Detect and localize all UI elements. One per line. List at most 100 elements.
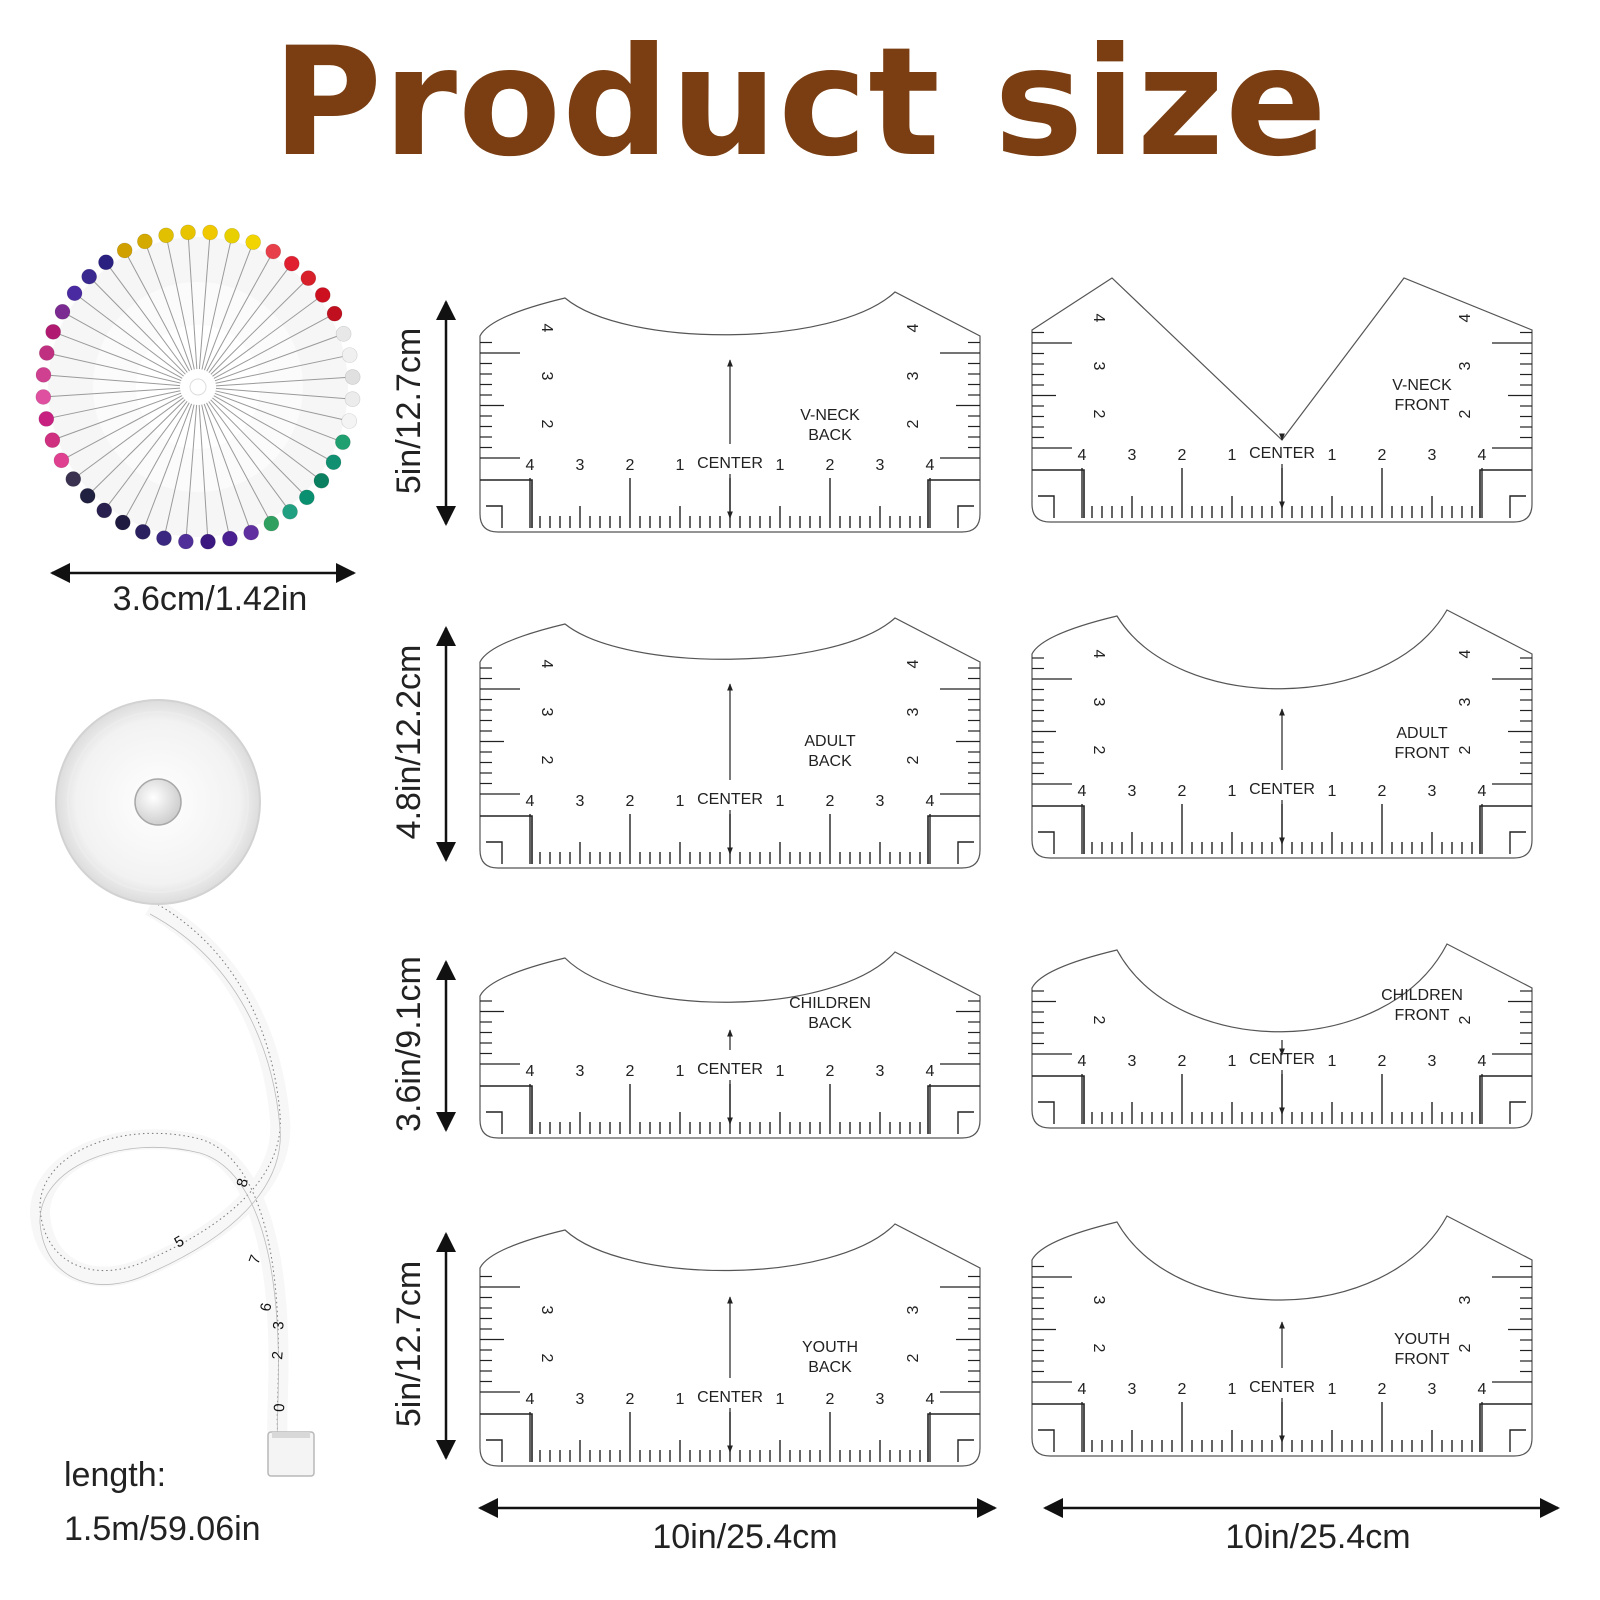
ruler-side-number: 4 [1457,649,1474,658]
tape-end-tab [267,1431,315,1477]
ruler-side-number: 4 [1090,650,1107,659]
pin-head [54,303,71,320]
pin-head [283,255,300,272]
pin-head [135,524,151,540]
pin-head [265,243,282,260]
ruler-side-number: 2 [1090,1016,1107,1025]
ruler-side-number: 2 [1457,1343,1474,1352]
ruler-bottom-number: 2 [1178,1381,1187,1398]
pin-head [45,324,61,340]
pin-head [114,514,131,531]
ruler-center-label: CENTER [697,1389,763,1406]
pin-head [79,488,96,504]
ruler-bottom-number: 2 [1378,783,1387,800]
height-label: 5in/12.7cm [390,328,428,494]
ruler-bottom-number: 1 [1328,783,1337,800]
pin-head [335,326,352,342]
pin-head [44,432,61,448]
pins-dimension-label: 3.6cm/1.42in [113,580,308,618]
ruler-name-line2: FRONT [1394,1351,1449,1368]
pin-head [65,471,82,487]
ruler-bottom-number: 1 [676,1391,685,1408]
ruler-bottom-number: 2 [626,1391,635,1408]
ruler-bottom-number: 4 [926,457,935,474]
pin-head [202,224,218,241]
pin-head [81,268,97,285]
width-label-right: 10in/25.4cm [1225,1518,1410,1556]
ruler-name-line1: CHILDREN [1381,987,1463,1004]
ruler-center-label: CENTER [697,1061,763,1078]
tape-mark: 0 [271,1403,288,1412]
ruler-bottom-number: 2 [626,457,635,474]
ruler-center-label: CENTER [697,455,763,472]
ruler-side-number: 4 [905,659,922,668]
pin-head [282,503,298,520]
pin-head [344,391,361,407]
pin-head [180,224,196,241]
ruler-side-number: 2 [1457,745,1474,754]
ruler-bottom-number: 2 [1178,447,1187,464]
pin-head [98,254,114,271]
ruler-bottom-number: 2 [1178,783,1187,800]
ruler-bottom-number: 4 [1478,783,1487,800]
pin-head [341,413,358,429]
ruler-bottom-number: 1 [1228,783,1237,800]
ruler-name-line1: CHILDREN [789,995,871,1012]
ruler-name-line2: BACK [808,1015,852,1032]
height-label: 5in/12.7cm [390,1261,428,1427]
tape-mark: 2 [269,1351,287,1361]
ruler-name-line2: FRONT [1394,1007,1449,1024]
tape-measure: 8 5 7 6 2 3 0 [30,699,315,1477]
ruler-side-number: 2 [1090,1344,1107,1353]
tape-mark: 6 [257,1302,275,1313]
ruler-bottom-number: 3 [576,793,585,810]
ruler-bottom-number: 1 [776,457,785,474]
ruler-bottom-number: 3 [876,1063,885,1080]
pin-head [299,489,315,506]
ruler-side-number: 4 [905,323,922,332]
ruler-name-line1: V-NECK [800,407,860,424]
ruler-side-number: 2 [905,419,922,428]
ruler-name-line2: BACK [808,1359,852,1376]
ruler-bottom-number: 2 [1378,447,1387,464]
ruler-bottom-number: 3 [1128,783,1137,800]
ruler-bottom-number: 4 [526,457,535,474]
ruler-side-number: 3 [1090,362,1107,371]
ruler-bottom-number: 4 [926,1063,935,1080]
ruler-bottom-number: 3 [1428,1381,1437,1398]
ruler-bottom-number: 1 [1228,1381,1237,1398]
ruler-side-number: 2 [905,755,922,764]
ruler-bottom-number: 4 [1478,447,1487,464]
ruler-side-number: 3 [1090,698,1107,707]
ruler-bottom-number: 3 [1128,1381,1137,1398]
ruler-side-number: 4 [1090,314,1107,323]
ruler-bottom-number: 4 [1078,1053,1087,1070]
pin-head [156,530,172,547]
ruler-side-number: 3 [1457,361,1474,370]
pin-head [341,347,358,363]
height-label: 3.6in/9.1cm [390,956,428,1132]
ruler-side-number: 4 [538,324,555,333]
tape-length-value: 1.5m/59.06in [64,1510,261,1548]
ruler-bottom-number: 2 [826,793,835,810]
ruler-bottom-number: 2 [826,1391,835,1408]
ruler-side-number: 4 [538,660,555,669]
ruler-bottom-number: 1 [1328,1053,1337,1070]
pin-head [224,227,240,244]
ruler-bottom-number: 3 [876,457,885,474]
pin-head [243,524,259,541]
ruler-name-line1: YOUTH [1394,1331,1450,1348]
ruler-side-number: 3 [1457,697,1474,706]
ruler-bottom-number: 1 [776,1063,785,1080]
ruler-bottom-number: 1 [776,1391,785,1408]
ruler-side-number: 3 [538,372,555,381]
pin-head [222,530,238,547]
ruler-bottom-number: 3 [1128,447,1137,464]
ruler-bottom-number: 2 [1378,1053,1387,1070]
pin-head [116,242,133,259]
